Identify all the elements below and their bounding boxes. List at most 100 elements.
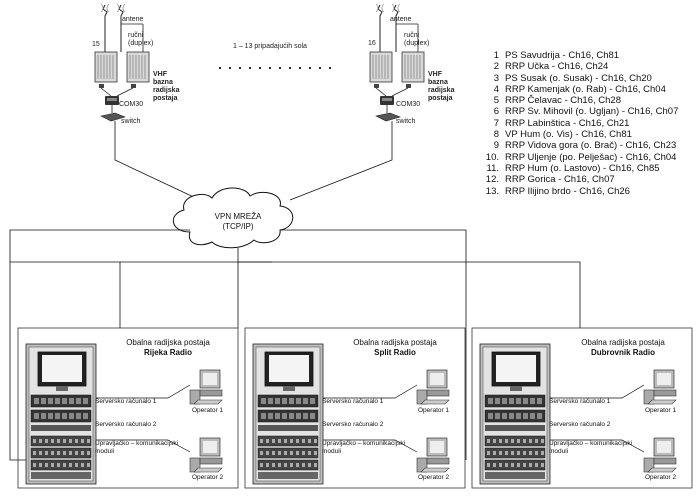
module-port bbox=[314, 463, 317, 467]
server-bay bbox=[509, 398, 514, 404]
module-port bbox=[290, 439, 293, 443]
vhf-site bbox=[94, 3, 150, 122]
site-list-item: 12.RRP Gorica - Ch16, Ch07 bbox=[485, 174, 615, 186]
operator1-label: Operator 1 bbox=[418, 407, 450, 414]
module-port bbox=[523, 439, 526, 443]
module-port bbox=[529, 439, 532, 443]
module-port bbox=[517, 439, 520, 443]
module-port bbox=[314, 439, 317, 443]
workstation-base bbox=[653, 457, 677, 465]
module-label: Upravljačko – komunikacijski moduli bbox=[95, 440, 179, 455]
module-port bbox=[541, 463, 544, 467]
workstation-screen bbox=[203, 373, 217, 385]
dot-separator bbox=[288, 66, 292, 70]
module-port bbox=[487, 463, 490, 467]
module-port bbox=[87, 463, 90, 467]
module-port bbox=[290, 451, 293, 455]
monitor-screen bbox=[42, 355, 82, 382]
vhf1-switch-label: switch bbox=[121, 118, 141, 125]
com-box-front bbox=[382, 98, 392, 101]
antenna-waves bbox=[116, 3, 126, 13]
rack-base bbox=[258, 472, 318, 479]
workstation-screen bbox=[203, 441, 217, 453]
module-port bbox=[33, 439, 36, 443]
server-bay bbox=[495, 413, 500, 419]
module-port bbox=[69, 463, 72, 467]
dot-separator bbox=[248, 66, 252, 70]
module-unit bbox=[257, 435, 319, 447]
module-port bbox=[302, 463, 305, 467]
uplink-line bbox=[114, 121, 201, 201]
module-port bbox=[51, 463, 54, 467]
module-port bbox=[529, 451, 532, 455]
module-port bbox=[290, 463, 293, 467]
vhf-site bbox=[369, 3, 425, 122]
station-frame bbox=[17, 327, 239, 489]
module-unit bbox=[30, 447, 92, 459]
module-port bbox=[51, 439, 54, 443]
server-unit bbox=[30, 409, 92, 423]
server-bay bbox=[488, 413, 493, 419]
module-port bbox=[529, 463, 532, 467]
module-port bbox=[272, 451, 275, 455]
server2-label: Serversko računalo 2 bbox=[322, 421, 384, 428]
station-frame bbox=[471, 327, 693, 489]
server-bay bbox=[289, 398, 294, 404]
monitor-stand bbox=[283, 386, 295, 391]
module-label: Upravljačko – komunikacijski moduli bbox=[549, 440, 633, 455]
station-cable bbox=[323, 384, 418, 399]
radio-unit bbox=[401, 51, 425, 83]
cable bbox=[116, 87, 134, 97]
keyboard-icon bbox=[647, 467, 677, 473]
module-port bbox=[314, 451, 317, 455]
antenna-icon bbox=[393, 4, 399, 24]
module-port bbox=[487, 439, 490, 443]
module-port bbox=[278, 451, 281, 455]
server-unit bbox=[30, 394, 92, 408]
server-bay bbox=[41, 398, 46, 404]
station-cable bbox=[96, 384, 191, 399]
module-port bbox=[81, 451, 84, 455]
server-bay bbox=[62, 413, 67, 419]
module-port bbox=[81, 463, 84, 467]
site-list-item: 11.RRP Hum (o. Lastovo) - Ch16, Ch85 bbox=[486, 162, 660, 174]
dot-separator bbox=[308, 66, 312, 70]
module-port bbox=[266, 439, 269, 443]
module-port bbox=[33, 451, 36, 455]
server-bay bbox=[275, 398, 280, 404]
workstation-base bbox=[426, 389, 450, 397]
dot-separator bbox=[218, 66, 222, 70]
module-port bbox=[278, 439, 281, 443]
server-unit bbox=[484, 394, 546, 408]
server-bay bbox=[76, 398, 81, 404]
server-bay bbox=[83, 398, 88, 404]
module-port bbox=[39, 451, 42, 455]
module-port bbox=[63, 463, 66, 467]
vhf1-com-label: COM30 bbox=[119, 101, 144, 108]
module-label: Upravljačko – komunikacijski moduli bbox=[322, 440, 406, 455]
site-list-item: 13.RRP Ilijino brdo - Ch16, Ch26 bbox=[485, 185, 630, 197]
module-port bbox=[33, 463, 36, 467]
keyboard-icon bbox=[647, 399, 677, 405]
vhf2-switch-label: switch bbox=[396, 118, 416, 125]
cable bbox=[100, 87, 112, 97]
module-port bbox=[272, 463, 275, 467]
middle-note: 1 – 13 pripadajućih sola bbox=[233, 43, 307, 50]
workstation-screen bbox=[430, 441, 444, 453]
module-port bbox=[260, 463, 263, 467]
module-port bbox=[39, 463, 42, 467]
vhf1-base-label: VHF bazna radijska postaja bbox=[153, 71, 180, 102]
server-bay bbox=[282, 413, 287, 419]
module-port bbox=[57, 463, 60, 467]
server-bay bbox=[509, 413, 514, 419]
module-port bbox=[523, 463, 526, 467]
operator2-label: Operator 2 bbox=[645, 474, 677, 481]
radio-station bbox=[244, 327, 466, 489]
module-port bbox=[296, 463, 299, 467]
